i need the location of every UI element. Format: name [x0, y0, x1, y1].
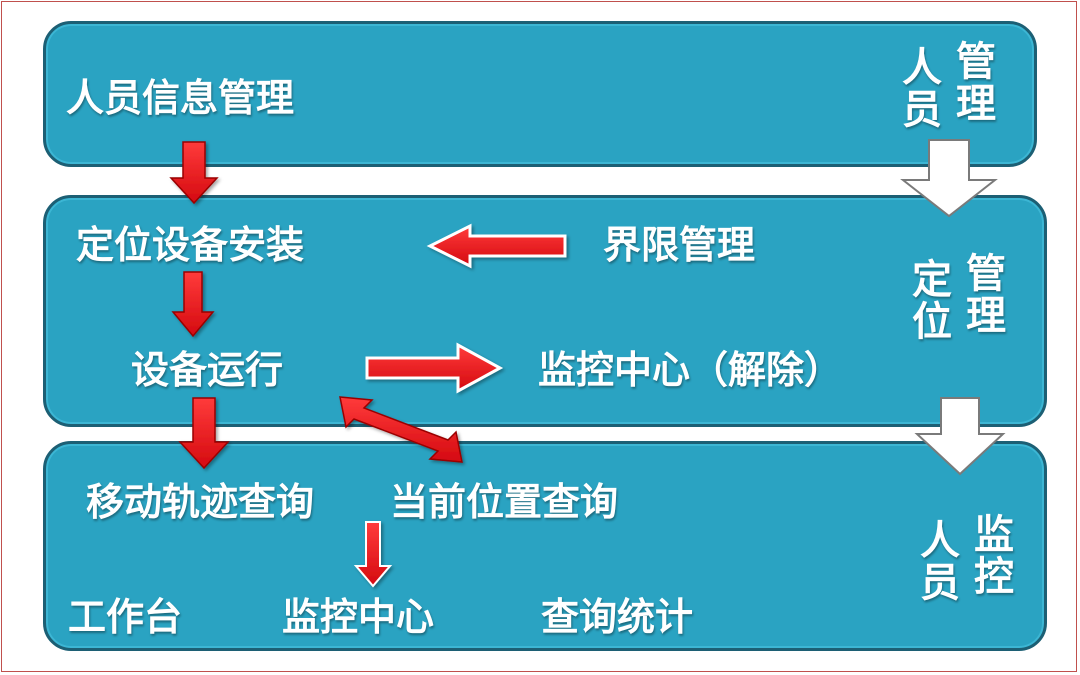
label-query-statistics: 查询统计	[541, 595, 694, 639]
label-boundary-management: 界限管理	[603, 223, 756, 267]
side-char: 人	[902, 45, 942, 91]
side-char: 人	[920, 518, 960, 564]
label-monitor-center: 监控中心	[282, 595, 435, 639]
side-char: 管	[966, 251, 1006, 297]
side-char: 管	[956, 39, 996, 85]
side-label-personnel-monitoring: 人 监 员 控	[920, 512, 1020, 606]
side-label-positioning-management: 定 管 位 理	[912, 251, 1012, 345]
side-label-personnel-management: 人 管 员 理	[902, 39, 1002, 133]
side-char: 控	[974, 554, 1014, 600]
label-device-install: 定位设备安装	[76, 223, 305, 267]
side-char: 员	[920, 560, 960, 606]
side-char: 理	[966, 293, 1006, 339]
side-char: 理	[956, 81, 996, 127]
side-char: 定	[912, 257, 952, 303]
side-char: 位	[912, 299, 952, 345]
side-char: 监	[974, 512, 1014, 558]
label-personnel-info-management: 人员信息管理	[66, 76, 295, 120]
label-track-query: 移动轨迹查询	[86, 480, 315, 524]
panel-personnel-monitoring	[43, 441, 1047, 651]
label-monitor-center-release: 监控中心（解除）	[538, 348, 843, 392]
side-char: 员	[902, 87, 942, 133]
label-device-running: 设备运行	[131, 348, 284, 392]
label-workbench: 工作台	[68, 595, 183, 639]
label-current-position-query: 当前位置查询	[390, 480, 619, 524]
